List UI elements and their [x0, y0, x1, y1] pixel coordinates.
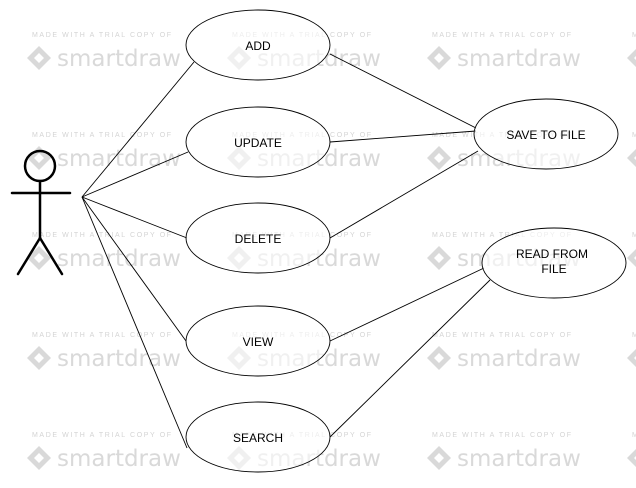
use-case-read-from-file: READ FROM FILE	[481, 227, 627, 299]
smartdraw-logo-icon	[27, 446, 51, 470]
watermark-tile: MADE WITH A TRIAL COPY OF smartdraw	[27, 232, 181, 272]
use-case-save-to-file: SAVE TO FILE	[473, 98, 619, 170]
use-case-view-ellipse	[185, 305, 331, 377]
watermark-brand: smartdraw	[457, 46, 581, 72]
assoc-actor-search	[81, 196, 188, 449]
use-case-read-label-line1: READ FROM	[516, 247, 588, 261]
assoc-search-read	[329, 279, 491, 438]
use-case-search: SEARCH	[185, 401, 331, 473]
smartdraw-logo-icon	[627, 49, 636, 67]
use-case-update-ellipse	[185, 106, 331, 178]
watermark-tile: MADE WITH A TRIAL COPY OF smartdraw	[27, 132, 181, 172]
actor-right-leg	[38, 236, 64, 276]
actor-left-leg	[16, 236, 42, 276]
assoc-update-save	[329, 130, 477, 143]
watermark-brand: smartdraw	[457, 446, 581, 472]
smartdraw-logo-icon	[27, 246, 51, 270]
smartdraw-logo-icon	[427, 146, 451, 170]
watermark-caption: MADE WITH A TRIAL COPY OF	[432, 232, 573, 239]
smartdraw-logo-icon	[627, 149, 636, 167]
watermark-caption: MADE WITH A TRIAL COPY OF	[32, 232, 173, 239]
use-case-search-ellipse	[185, 401, 331, 473]
use-case-add: ADD	[185, 9, 331, 81]
use-case-delete-label: DELETE	[235, 232, 282, 246]
watermark-caption: MADE WITH A TRIAL COPY OF	[632, 32, 636, 39]
watermark-tile: MADE WITH A TRIAL COPY OF smartdraw	[27, 332, 181, 372]
use-case-view-label: VIEW	[243, 335, 274, 349]
smartdraw-logo-icon	[27, 146, 51, 170]
assoc-actor-add	[81, 61, 195, 198]
watermark-caption: MADE WITH A TRIAL COPY OF	[432, 32, 573, 39]
smartdraw-logo-icon	[427, 446, 451, 470]
watermark-caption: MADE WITH A TRIAL COPY OF	[32, 32, 173, 39]
watermark-caption: MADE WITH A TRIAL COPY OF	[632, 332, 636, 339]
assoc-actor-update	[81, 151, 189, 198]
watermark-brand: smartdraw	[57, 346, 181, 372]
assoc-actor-view	[81, 196, 187, 342]
use-case-save-label: SAVE TO FILE	[506, 128, 585, 142]
use-case-update-label: UPDATE	[234, 136, 282, 150]
smartdraw-logo-icon	[427, 46, 451, 70]
watermark-caption: MADE WITH A TRIAL COPY OF	[32, 432, 173, 439]
use-case-update: UPDATE	[185, 106, 331, 178]
watermark-brand: smartdraw	[457, 346, 581, 372]
smartdraw-logo-icon	[427, 246, 451, 270]
use-case-delete-ellipse	[185, 202, 331, 274]
smartdraw-logo-icon	[27, 346, 51, 370]
watermark-caption: MADE WITH A TRIAL COPY OF	[632, 132, 636, 139]
watermark-tile: MADE WITH A TRIAL COPY OF smartdraw	[427, 32, 581, 72]
smartdraw-logo-icon	[427, 346, 451, 370]
assoc-view-read	[329, 267, 485, 342]
watermark-brand: smartdraw	[57, 46, 181, 72]
use-case-save-ellipse	[473, 98, 619, 170]
watermark-caption: MADE WITH A TRIAL COPY OF	[632, 432, 636, 439]
associations	[81, 53, 491, 449]
watermark-caption: MADE WITH A TRIAL COPY OF	[32, 332, 173, 339]
assoc-delete-save	[329, 150, 479, 239]
use-case-read-ellipse	[481, 227, 627, 299]
watermark-caption: MADE WITH A TRIAL COPY OF	[432, 432, 573, 439]
use-case-view: VIEW	[185, 305, 331, 377]
use-case-read-label-line2: FILE	[541, 262, 566, 276]
watermark-tile: MADE WITH A TRIAL COPY OF smartdraw	[427, 432, 581, 472]
watermark-tile: MADE WITH A TRIAL COPY OF smartdraw	[27, 432, 181, 472]
assoc-add-save	[329, 53, 477, 129]
smartdraw-logo-icon	[627, 249, 636, 267]
smartdraw-logo-icon	[627, 349, 636, 367]
watermark-tile: MADE WITH A TRIAL COPY OF smartdraw	[27, 32, 181, 72]
watermark-caption: MADE WITH A TRIAL COPY OF	[432, 332, 573, 339]
watermark-brand: smartdraw	[57, 146, 181, 172]
use-case-search-label: SEARCH	[233, 431, 283, 445]
smartdraw-logo-icon	[627, 449, 636, 467]
watermark-brand: smartdraw	[57, 246, 181, 272]
watermark-tile: MADE WITH A TRIAL COPY OF smartdraw	[427, 332, 581, 372]
use-case-add-ellipse	[185, 9, 331, 81]
watermark-caption: MADE WITH A TRIAL COPY OF	[632, 232, 636, 239]
watermark-brand: smartdraw	[57, 446, 181, 472]
assoc-actor-delete	[81, 196, 188, 239]
use-case-add-label: ADD	[245, 39, 271, 53]
actor-stick-figure	[10, 149, 72, 276]
use-case-delete: DELETE	[185, 202, 331, 274]
watermark-caption: MADE WITH A TRIAL COPY OF	[32, 132, 173, 139]
smartdraw-logo-icon	[27, 46, 51, 70]
